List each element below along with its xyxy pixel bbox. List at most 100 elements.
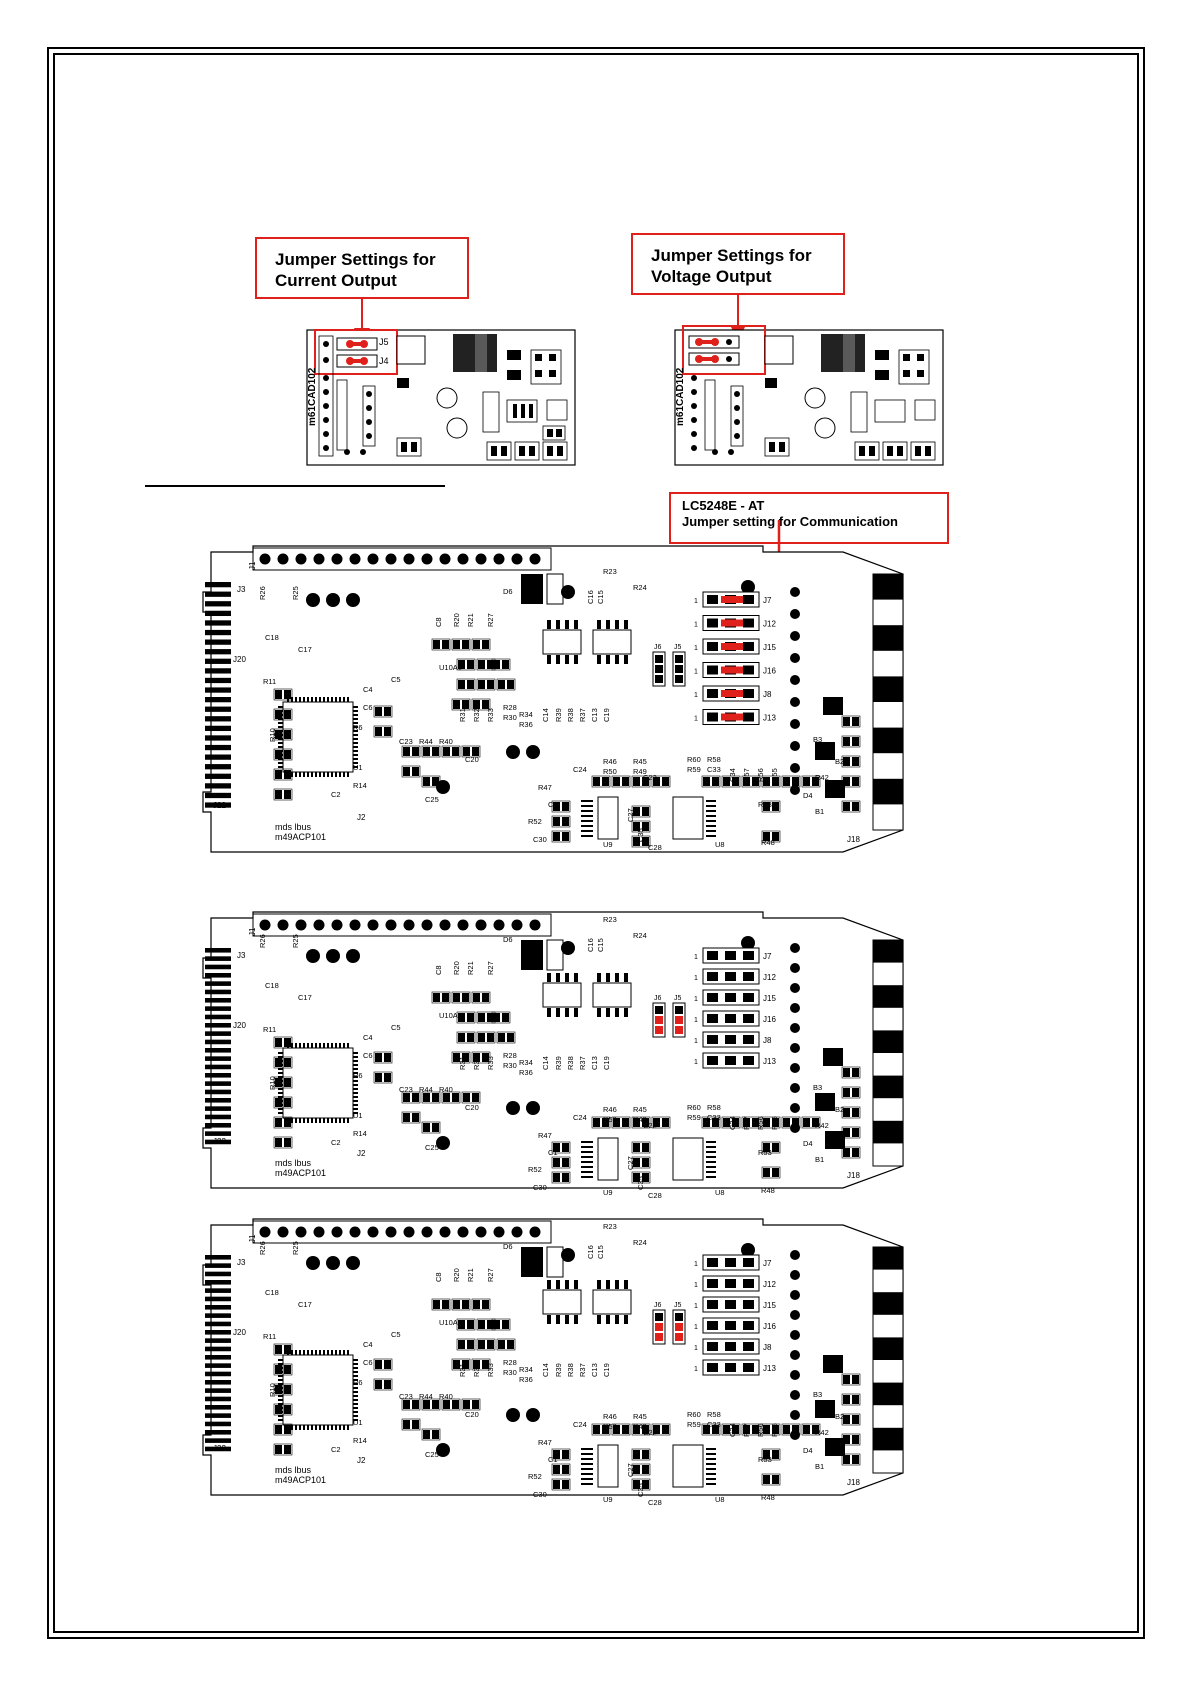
part-label-R56: R56 [756,768,765,782]
jumper-shunt-active [721,619,743,627]
part-label-R30: R30 [503,1061,517,1070]
smd-outline [496,1338,516,1351]
part-label-U1: U1 [353,1418,363,1427]
smd-outline [401,1091,421,1104]
smd-pad [384,1053,391,1062]
round-pad [790,1250,800,1260]
j20-pin [205,1031,231,1036]
round-pad [790,1310,800,1320]
soic-pin [615,655,619,664]
jumper-pin [743,595,754,604]
jumper-pin1-mark: 1 [694,1261,698,1268]
smd-pad [403,1093,410,1102]
b-block [823,1048,843,1066]
part-label-C34: C34 [728,1423,737,1437]
smd-pad [763,1118,770,1127]
qfp-pin [319,1118,321,1123]
qfp-pin [335,697,337,702]
via [741,1243,755,1257]
smd-pad [723,777,730,786]
u8-chip [672,796,704,840]
soic-pin [624,1008,628,1017]
smd-pad [763,802,770,811]
jumper-pin [743,618,754,628]
smd-pad [384,727,391,736]
smd-outline [631,820,651,833]
part-label-R11: R11 [263,1332,276,1341]
u9-pin [581,820,593,822]
smd-pad [622,777,629,786]
smd-pad [843,1128,850,1137]
part-label-R52: R52 [528,1165,542,1174]
smd-outline [701,775,721,788]
qfp-pin [278,1375,283,1377]
smd-outline [551,1463,571,1476]
part-label-C27: C27 [626,1463,635,1477]
j20-pin [205,1446,231,1452]
qfp-pin [347,697,349,702]
qfp-pin [327,697,329,702]
part-label-D4: D4 [803,791,813,800]
soic-pin [597,655,601,664]
part-label-U8: U8 [715,1188,725,1197]
smd-pad [602,1118,609,1127]
qfp-pin [315,1350,317,1355]
part-label-C19: C19 [602,708,611,722]
soic-pin [615,1315,619,1324]
smd-outline [401,765,421,778]
qfp-pin [315,1118,317,1123]
jumper-pin1-mark: 1 [694,996,698,1003]
qfp-pin [331,1043,333,1048]
smd-outline [476,1031,496,1044]
smd-pad [553,1173,560,1182]
edge-connector-block [873,1292,903,1315]
jumper-pin [707,1279,718,1288]
soic-pin [606,1008,610,1017]
part-label-C22: C22 [643,1428,657,1437]
smd-pad [412,1113,419,1122]
side-jumper-pin [675,1333,683,1341]
soic-pin [565,1280,569,1289]
smd-outline [421,745,441,758]
smd-outline [491,1318,511,1331]
j1-pin [385,1226,397,1238]
smd-pad [443,1093,450,1102]
smd-pad [403,1400,410,1409]
smd-outline [841,1393,861,1406]
part-label-C17: C17 [298,645,312,654]
smd-pad [843,1375,850,1384]
smd-pad [723,1425,730,1434]
j20-pin [205,744,231,751]
j20-pin [205,1330,231,1335]
j20-pin [205,639,231,645]
smd-pad [478,1320,485,1329]
part-label-C33: C33 [707,1420,721,1429]
part-label-R36: R36 [519,1375,533,1384]
smd-pad [482,640,489,649]
j1-pin [511,919,523,931]
j20-pin [205,1131,231,1136]
smd-pad [593,1425,600,1434]
part-label-C24: C24 [573,765,587,774]
part-label-R25: R25 [291,934,300,948]
part-label-R55: R55 [770,1116,779,1130]
smd-pad [275,1038,282,1047]
qfp-pin [353,1072,358,1074]
j1-pin [475,1226,487,1238]
part-label-C14: C14 [541,1056,550,1070]
u9-pin [581,810,593,812]
smd-outline [273,728,293,741]
j20-pin [205,1098,231,1103]
qfp-pin [311,697,313,702]
smd-outline [841,1086,861,1099]
part-label-D6: D6 [503,587,513,596]
part-label-R52: R52 [528,817,542,826]
smd-pad [852,1108,859,1117]
smd-pad [852,1068,859,1077]
smd-outline [551,1478,571,1491]
smd-pad [284,1405,291,1414]
qfp-pin [323,697,325,702]
smd-pad [275,750,282,759]
j20-pin [205,1014,231,1020]
